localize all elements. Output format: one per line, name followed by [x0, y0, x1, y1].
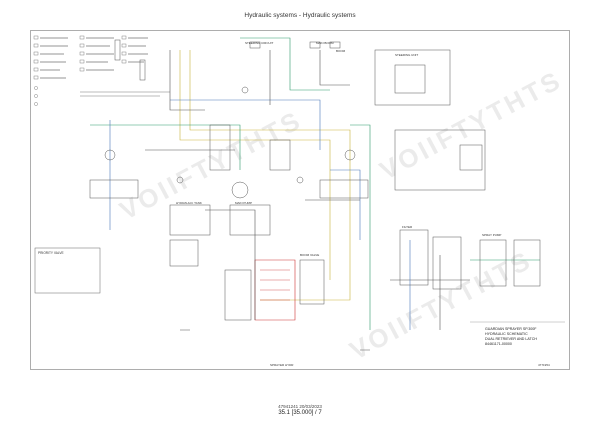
footer-code: 47941241 20/03/2023 — [278, 404, 322, 409]
top-label-0: STEERING CIRCUIT — [245, 41, 274, 45]
svg-text:DUAL RETRIEVER AND LATCH: DUAL RETRIEVER AND LATCH — [485, 337, 537, 341]
hydraulic-schematic: PRIORITY VALVE STEERING CIRCUIT MAIN BOO… — [30, 30, 570, 370]
svg-text:HYDRAULIC SCHEMATIC: HYDRAULIC SCHEMATIC — [485, 332, 528, 336]
sub-label-0: STEERING UNIT — [395, 53, 418, 57]
sub-label-5: BOOM VALVE — [300, 253, 319, 257]
title-block: GUARDIAN SPRAYER SP.300F HYDRAULIC SCHEM… — [470, 321, 565, 367]
svg-text:GUARDIAN SPRAYER SP.300F: GUARDIAN SPRAYER SP.300F — [485, 327, 537, 331]
hydraulic-lines — [90, 37, 540, 330]
sub-label-1: HYDRAULIC TANK — [176, 201, 202, 205]
svg-text:84461171-00000: 84461171-00000 — [485, 342, 512, 346]
sub-label-2: MAIN PUMP — [235, 201, 252, 205]
priority-valve-label: PRIORITY VALVE — [38, 251, 64, 255]
priority-valve-box — [34, 247, 101, 294]
sub-label-4: SPRAY PUMP — [482, 233, 501, 237]
legend — [33, 35, 170, 106]
bottom-note: SPRAYER HYDR — [270, 363, 294, 367]
top-label-1: MAIN BOOM — [316, 41, 334, 45]
footer-page-number: 35.1 [35.000] / 7 — [278, 410, 322, 416]
page-header: Hydraulic systems - Hydraulic systems — [244, 12, 356, 19]
sheet-border — [30, 30, 570, 370]
top-label-2: BOOM — [336, 49, 346, 53]
drawing-number: 4771954 — [538, 363, 550, 367]
sub-label-3: FILTER — [402, 225, 413, 229]
components — [89, 39, 541, 351]
